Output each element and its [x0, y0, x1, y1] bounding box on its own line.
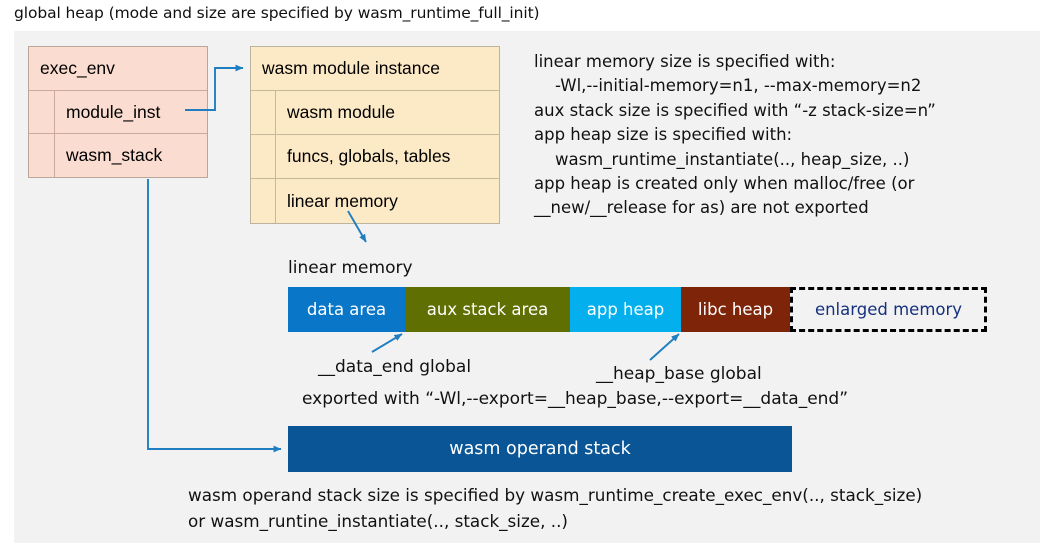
exported-annotation: exported with “-Wl,--export=__heap_base,… — [302, 389, 849, 409]
exec-env-header-row: exec_env — [29, 47, 207, 91]
data-end-annotation: __data_end global — [318, 357, 472, 377]
exec-env-field-wasm-stack: wasm_stack — [29, 134, 207, 177]
memory-segment-label: app heap — [586, 300, 665, 319]
memory-segment-label: enlarged memory — [814, 300, 963, 319]
wasm-operand-stack-label: wasm operand stack — [449, 439, 631, 459]
module-instance-header-label: wasm module instance — [262, 58, 440, 78]
operand-stack-note: wasm operand stack size is specified by … — [188, 485, 923, 531]
linear-memory-bar: data area aux stack area app heap libc heap… — [288, 287, 987, 332]
exec-env-header-label: exec_env — [40, 58, 115, 78]
memory-segment-label: data area — [306, 300, 387, 319]
wasm-module-instance-box: wasm module instance wasm module funcs, … — [250, 46, 500, 224]
memory-segment-enlarged-memory: enlarged memory — [790, 287, 987, 332]
wasm-module-label: wasm module — [287, 102, 395, 122]
indent-spacer — [29, 134, 55, 177]
linear-memory-notes: linear memory size is specified with: -W… — [534, 52, 936, 218]
memory-segment-libc-heap: libc heap — [681, 287, 790, 332]
memory-segment-label: libc heap — [697, 300, 774, 319]
exec-env-field-module-inst: module_inst — [29, 91, 207, 134]
memory-segment-app-heap: app heap — [570, 287, 681, 332]
linear-memory-bar-label: linear memory — [288, 258, 413, 278]
page-title: global heap (mode and size are specified… — [14, 4, 540, 22]
module-instance-field-linear-memory: linear memory — [251, 179, 499, 223]
indent-spacer — [251, 135, 276, 178]
module-instance-field-wasm-module: wasm module — [251, 91, 499, 135]
module-instance-field-funcs-globals-tables: funcs, globals, tables — [251, 135, 499, 179]
wasm-operand-stack-box: wasm operand stack — [288, 426, 792, 472]
exec-env-box: exec_env module_inst wasm_stack — [28, 46, 208, 178]
memory-segment-label: aux stack area — [426, 300, 549, 319]
indent-spacer — [251, 91, 276, 134]
memory-segment-data-area: data area — [288, 287, 405, 332]
indent-spacer — [29, 91, 55, 133]
memory-segment-aux-stack-area: aux stack area — [405, 287, 570, 332]
indent-spacer — [251, 179, 276, 223]
module-inst-label: module_inst — [66, 101, 161, 122]
heap-base-annotation: __heap_base global — [596, 364, 762, 384]
module-instance-header-row: wasm module instance — [251, 47, 499, 91]
funcs-globals-tables-label: funcs, globals, tables — [287, 146, 451, 166]
linear-memory-field-label: linear memory — [287, 190, 398, 211]
wasm-stack-label: wasm_stack — [66, 145, 163, 165]
